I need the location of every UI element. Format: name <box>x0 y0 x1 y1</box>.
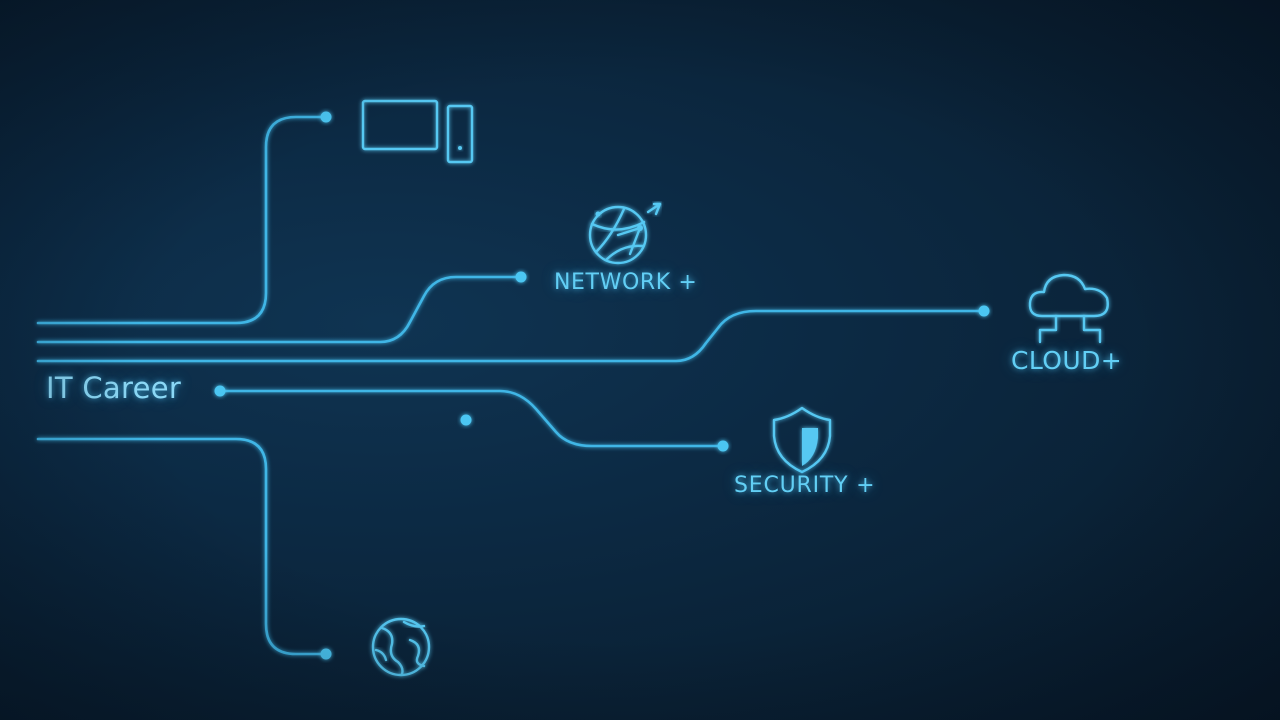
wire-network <box>36 275 523 344</box>
endpoint-title <box>214 385 226 397</box>
cloud-icon <box>1028 273 1109 344</box>
endpoint-cloud <box>978 305 990 317</box>
security-plus-label: SECURITY + <box>734 473 876 498</box>
cloud-plus-label: CLOUD+ <box>1011 346 1123 375</box>
endpoint-globe <box>320 648 332 660</box>
endpoint-network <box>515 271 527 283</box>
wire-cloud <box>36 309 986 363</box>
endpoint-security <box>717 440 729 452</box>
shield-icon <box>772 406 832 474</box>
wire-security <box>218 389 725 448</box>
desktop-computer-icon <box>358 99 474 164</box>
network-plus-label: NETWORK + <box>554 270 698 295</box>
wire-globe <box>36 437 328 656</box>
wire-computer <box>36 115 328 325</box>
endpoint-computer <box>320 111 332 123</box>
diagram-title: IT Career <box>46 371 182 405</box>
network-globe-icon <box>588 202 662 265</box>
globe-icon <box>371 617 431 677</box>
endpoint-short <box>460 414 472 426</box>
